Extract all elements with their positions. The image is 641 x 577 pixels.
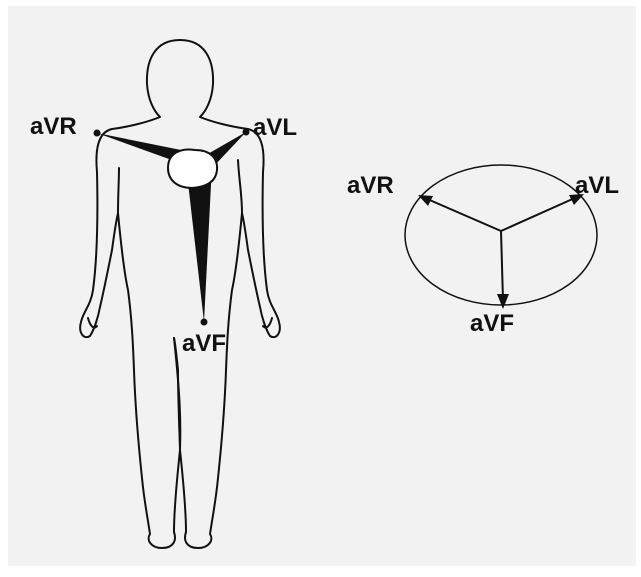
electrode-foot — [201, 319, 208, 326]
electrode-left-arm — [243, 129, 250, 136]
body-label-avl: aVL — [253, 114, 297, 141]
circle-label-avf: aVF — [470, 310, 514, 337]
paper-background — [8, 6, 636, 566]
right-inner-arm-line — [118, 168, 119, 213]
circle-label-avr: aVR — [347, 172, 394, 199]
body-label-avr: aVR — [30, 113, 77, 140]
circle-label-avl: aVL — [575, 172, 619, 199]
body-label-avf: aVF — [182, 330, 226, 357]
heart-shape — [168, 150, 217, 188]
electrode-right-arm — [94, 130, 101, 137]
